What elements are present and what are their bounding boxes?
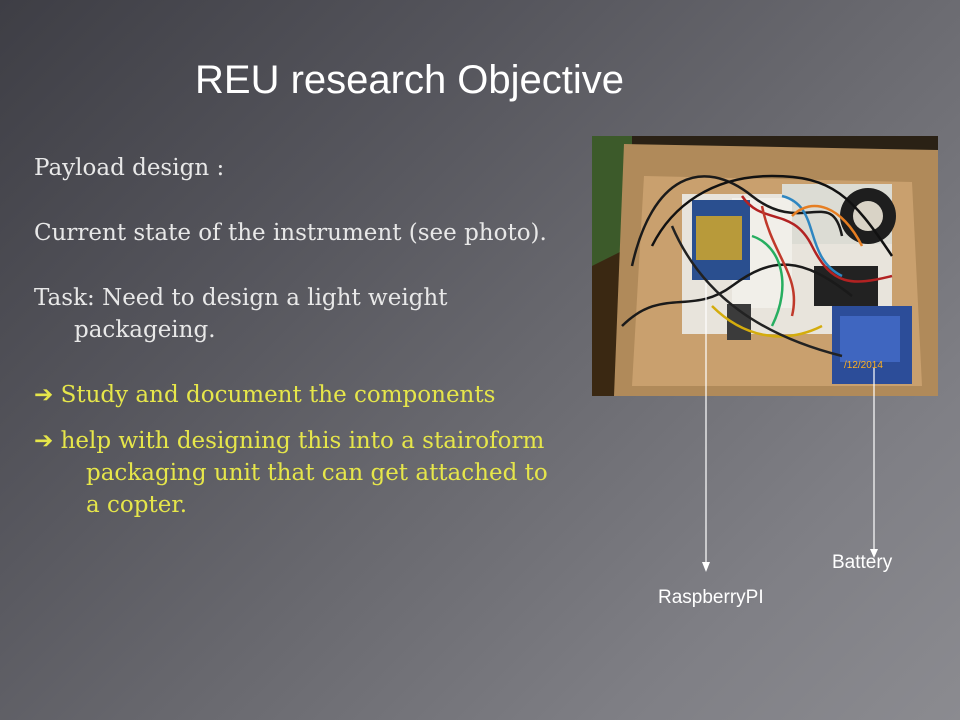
slide-body: Payload design : Current state of the in… [34, 152, 554, 554]
photo-date-stamp: /12/2014 [844, 360, 883, 371]
study-text: Study and document the components [60, 382, 496, 408]
instrument-photo: /12/2014 [592, 136, 938, 396]
current-state-text: Current state of the instrument (see pho… [34, 220, 547, 246]
study-bullet: ➔ Study and document the components [34, 379, 554, 411]
help-text: help with designing this into a stairofo… [60, 428, 548, 518]
arrow-icon: ➔ [34, 428, 54, 454]
payload-heading: Payload design : [34, 155, 225, 181]
battery-label: Battery [832, 552, 893, 573]
raspberrypi-label: RaspberryPI [658, 587, 764, 608]
slide-title: REU research Objective [195, 58, 625, 102]
help-bullet: ➔ help with designing this into a stairo… [34, 425, 554, 521]
task-text: Task: Need to design a light weight pack… [34, 285, 448, 343]
raspberrypi-arrowhead-icon [702, 562, 710, 572]
instrument-photo-graphic: /12/2014 [592, 136, 938, 396]
arrow-icon: ➔ [34, 382, 54, 408]
